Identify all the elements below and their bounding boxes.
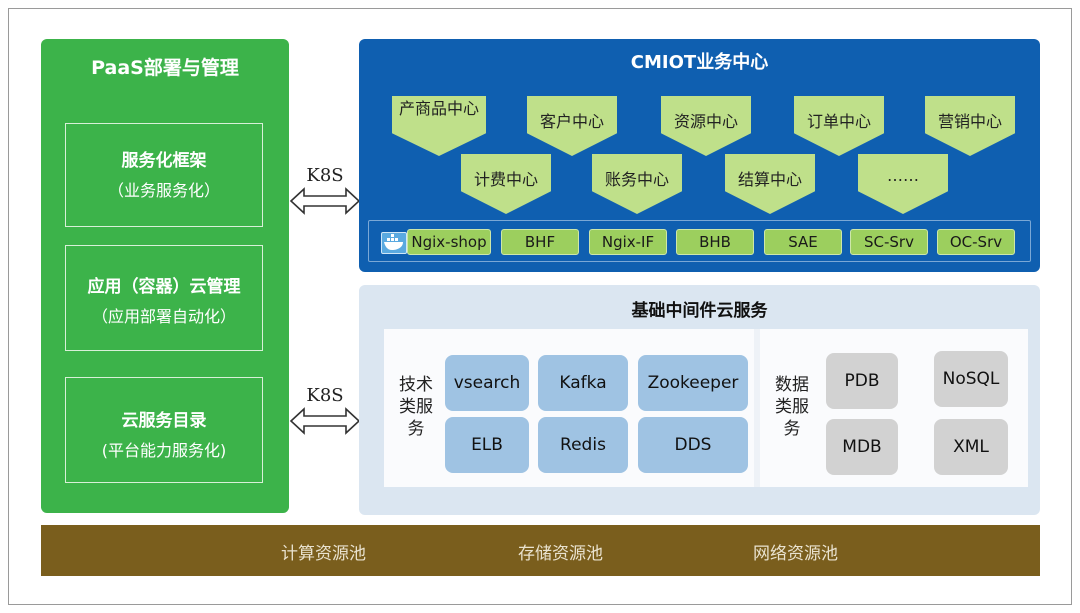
container-chip: SAE: [764, 229, 842, 255]
container-chip: SC-Srv: [850, 229, 928, 255]
data-service-box: MDB: [826, 419, 898, 475]
container-chip: BHF: [501, 229, 579, 255]
k8s-link-bottom: K8S: [289, 385, 361, 436]
center-tag: 账务中心: [592, 154, 682, 214]
tech-service-box: Zookeeper: [638, 355, 748, 411]
paas-panel: PaaS部署与管理 服务化框架 （业务服务化） 应用（容器）云管理 （应用部署自…: [41, 39, 289, 513]
tech-service-box: ELB: [445, 417, 529, 473]
container-cloud-title: 应用（容器）云管理: [87, 277, 241, 297]
data-services-group: 数据类服务 PDB NoSQL MDB XML: [760, 329, 1028, 487]
tech-services-group: 技术类服务 vsearch Kafka Zookeeper ELB Redis …: [384, 329, 754, 487]
cmiot-title: CMIOT业务中心: [630, 52, 769, 73]
service-catalog-title: 云服务目录: [121, 411, 207, 431]
container-cloud-subtitle: （应用部署自动化）: [91, 307, 236, 326]
container-chip: OC-Srv: [937, 229, 1015, 255]
center-tag: 产商品中心: [392, 96, 486, 156]
cmiot-business-center-panel: CMIOT业务中心 产商品中心 客户中心 资源中心 订单中心 营销中心 计费中心…: [359, 39, 1040, 272]
service-framework-subtitle: （业务服务化）: [107, 181, 220, 200]
k8s-link-top: K8S: [289, 165, 361, 216]
service-catalog-subtitle: (平台能力服务化): [101, 441, 227, 460]
container-chip: Ngix-IF: [589, 229, 667, 255]
service-framework-box: 服务化框架 （业务服务化）: [65, 123, 263, 227]
tech-service-box: vsearch: [445, 355, 529, 411]
double-arrow-icon: [289, 407, 361, 435]
data-service-box: XML: [934, 419, 1008, 475]
resource-pool-bar: 计算资源池 存储资源池 网络资源池: [41, 525, 1040, 576]
data-services-label: 数据类服务: [775, 375, 809, 439]
service-framework-title: 服务化框架: [121, 151, 207, 171]
tech-services-label: 技术类服务: [399, 375, 433, 439]
diagram-frame: [8, 8, 1072, 605]
center-tag: 订单中心: [794, 96, 884, 156]
docker-whale-icon: [381, 232, 407, 254]
container-chip: Ngix-shop: [407, 229, 491, 255]
center-tag: 资源中心: [661, 96, 751, 156]
center-tag: 结算中心: [725, 154, 815, 214]
middleware-cloud-panel: 基础中间件云服务 技术类服务 vsearch Kafka Zookeeper E…: [359, 285, 1040, 515]
data-service-box: PDB: [826, 353, 898, 409]
paas-title: PaaS部署与管理: [91, 57, 239, 79]
center-tag: 计费中心: [461, 154, 551, 214]
service-catalog-box: 云服务目录 (平台能力服务化): [65, 377, 263, 483]
tech-service-box: DDS: [638, 417, 748, 473]
center-tag: 营销中心: [925, 96, 1015, 156]
k8s-label-bottom: K8S: [306, 385, 344, 406]
middleware-inner: 技术类服务 vsearch Kafka Zookeeper ELB Redis …: [384, 329, 1028, 487]
data-service-box: NoSQL: [934, 351, 1008, 407]
resource-pool-label: 网络资源池: [753, 544, 838, 564]
middleware-title: 基础中间件云服务: [631, 301, 768, 321]
container-chip: BHB: [676, 229, 754, 255]
resource-pool-label: 存储资源池: [518, 544, 603, 564]
resource-pool-label: 计算资源池: [281, 544, 366, 564]
container-strip: Ngix-shop BHF Ngix-IF BHB SAE SC-Srv OC-…: [368, 220, 1031, 262]
tech-service-box: Redis: [538, 417, 628, 473]
double-arrow-icon: [289, 187, 361, 215]
center-tag: ……: [858, 154, 948, 214]
center-tag: 客户中心: [527, 96, 617, 156]
tech-service-box: Kafka: [538, 355, 628, 411]
container-cloud-box: 应用（容器）云管理 （应用部署自动化）: [65, 245, 263, 351]
k8s-label-top: K8S: [306, 165, 344, 186]
